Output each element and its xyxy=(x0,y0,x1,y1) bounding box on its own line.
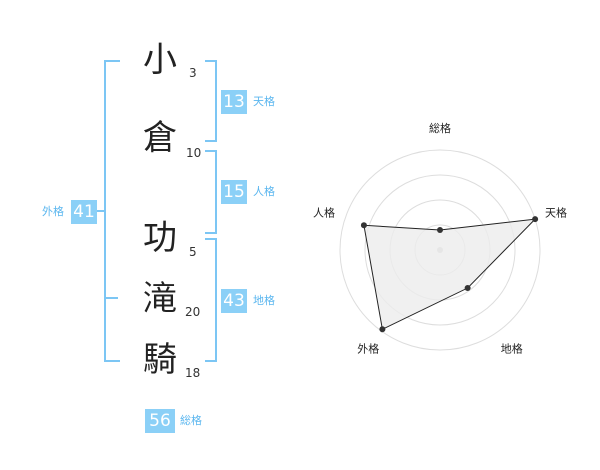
stroke-count-3: 5 xyxy=(189,245,197,259)
gaikaku-bracket xyxy=(104,60,120,362)
radar-axis-label-4: 外格 xyxy=(357,342,379,356)
stroke-count-5: 18 xyxy=(185,366,201,380)
name-char-2: 倉 xyxy=(143,118,177,158)
radar-ring-4 xyxy=(339,149,541,351)
soukaku-value: 56 xyxy=(145,409,175,433)
name-char-4: 滝 xyxy=(143,279,177,319)
radar-axis-label-1: 総格 xyxy=(429,121,451,135)
radar-point-4 xyxy=(379,326,386,333)
stroke-count-4: 20 xyxy=(185,305,201,319)
stroke-count-2: 10 xyxy=(186,146,202,160)
radar-axis-label-5: 人格 xyxy=(313,205,335,219)
radar-polygon xyxy=(363,218,537,331)
jinkaku-value: 15 xyxy=(221,180,247,204)
gaikaku-value: 41 xyxy=(71,200,97,224)
gaikaku-label: 外格 xyxy=(42,205,64,218)
chikaku-label: 地格 xyxy=(253,294,275,307)
radar-ring-3 xyxy=(364,174,516,326)
soukaku-label: 総格 xyxy=(180,414,202,427)
radar-axis-label-2: 天格 xyxy=(545,205,567,219)
tenkaku-value: 13 xyxy=(221,90,247,114)
radar-point-1 xyxy=(437,227,443,233)
stroke-count-1: 3 xyxy=(189,66,197,80)
gaikaku-bracket-stub xyxy=(92,210,104,212)
radar-axis-label-3: 地格 xyxy=(501,342,523,356)
name-char-3: 功 xyxy=(143,218,177,258)
chikaku-bracket xyxy=(205,238,217,362)
tenkaku-label: 天格 xyxy=(253,95,275,108)
jinkaku-bracket xyxy=(205,150,217,234)
radar-point-5 xyxy=(360,222,367,229)
tenkaku-bracket xyxy=(205,60,217,142)
chikaku-value: 43 xyxy=(221,289,247,313)
name-char-5: 騎 xyxy=(143,340,177,380)
radar-point-2 xyxy=(532,216,539,223)
name-char-1: 小 xyxy=(143,40,177,80)
radar-point-3 xyxy=(464,285,471,292)
gaikaku-bracket-mid xyxy=(104,297,118,299)
jinkaku-label: 人格 xyxy=(253,185,275,198)
